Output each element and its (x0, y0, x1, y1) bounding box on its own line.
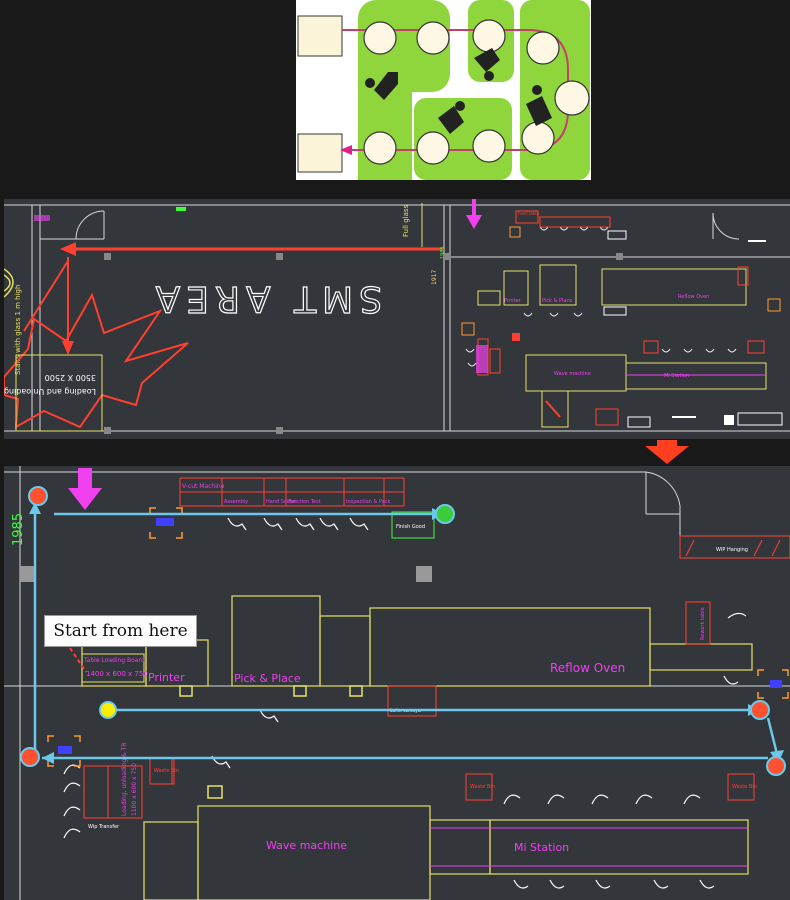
flow-node (28, 486, 48, 506)
storage-label: Loading and Unloading (4, 387, 96, 396)
input-box (297, 15, 343, 57)
machine-label: Printer (504, 298, 522, 304)
flow-arrowhead (340, 145, 352, 155)
start-callout: Start from here (44, 615, 197, 647)
wip-label: WIP Hanging (716, 547, 748, 553)
flow-node (750, 700, 770, 720)
header-label: Assembly (224, 499, 248, 505)
flow-node (766, 756, 786, 776)
rework-label: Rework table (700, 607, 706, 640)
flow-arrowhead (29, 502, 41, 514)
finish-good-label: Finish Good (396, 524, 425, 530)
entry-arrow (68, 488, 102, 510)
wip-transfer-label: Wip Transfer (88, 824, 120, 830)
down-arrow-icon (645, 440, 689, 464)
waste-label: Waste Bin (470, 784, 495, 790)
output-box (297, 133, 343, 173)
loading-board-label: Table Loading Board (83, 657, 145, 664)
header-label: Hand Solder (266, 499, 298, 505)
header-label: Inspection & Pack (346, 499, 391, 505)
flow-node-end (435, 504, 455, 524)
flow-arrowhead (42, 752, 54, 764)
dim-1985: 1985 (440, 246, 446, 259)
cell-layout-illustration (296, 0, 591, 180)
entry-arrow (466, 215, 482, 229)
left-size-label: 1100 x 600 x 750 (131, 763, 138, 816)
smt-area-plan: Stairs with glass 1 m high 3500 X 2500 L… (4, 199, 790, 439)
partition-label: Full glass (402, 204, 410, 237)
wave-label: Wave machine (266, 839, 347, 852)
flow-node-start (99, 701, 117, 719)
dim-1985-label: 1985 (11, 513, 26, 546)
machine-label: Mi Station (664, 373, 689, 379)
reflow-label: Reflow Oven (550, 661, 625, 675)
waste-label: Waste Bin (732, 784, 757, 790)
header-label: Function Test (288, 499, 321, 505)
printer-label: Printer (148, 671, 185, 684)
header-label: V-cut Machine (182, 483, 225, 490)
area-label: SMT AREA (150, 278, 382, 319)
flow-node (20, 747, 40, 767)
side-label: Stairs with glass 1 m high (14, 285, 22, 375)
small-label: Feed table (518, 211, 539, 216)
mi-label: Mi Station (514, 841, 569, 854)
detailed-flow-plan: 1985 V-cut Machine Assembly Hand Solder … (4, 466, 790, 900)
machine-label: Reflow Oven (678, 294, 709, 300)
waste-label: Waste Bin (154, 768, 179, 774)
machine-label: Pick & Place (542, 298, 572, 304)
left-loading-label: Loading, unloading & TR (121, 742, 128, 816)
flow-arrowhead (60, 242, 76, 256)
storage-area (15, 354, 103, 432)
machine-label: Wave machine (554, 371, 591, 377)
loading-size-label: 1400 x 600 x 750 (86, 670, 148, 678)
pick-place-label: Pick & Place (234, 672, 301, 685)
dim-1917: 1917 (431, 270, 438, 285)
storage-size: 3500 X 2500 (45, 373, 96, 382)
